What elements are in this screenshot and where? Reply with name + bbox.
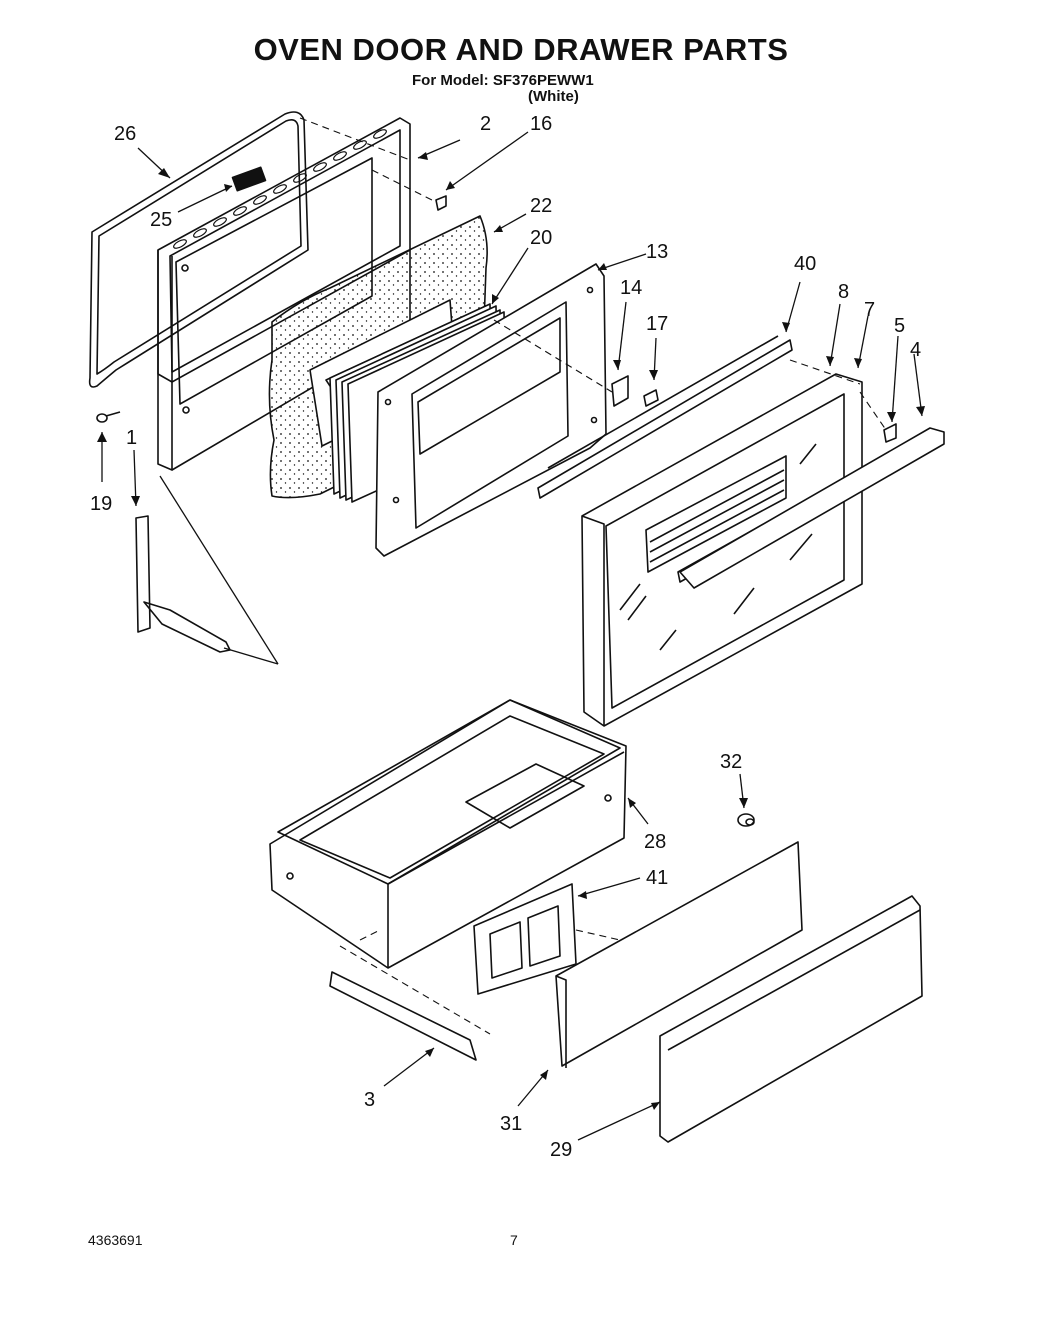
callout-5: 5 bbox=[894, 315, 905, 337]
callout-arrowheads bbox=[97, 152, 925, 1110]
callout-3: 3 bbox=[364, 1089, 375, 1111]
part-25-label bbox=[231, 166, 267, 192]
assembly-lines bbox=[299, 117, 887, 1035]
part-16-clip bbox=[435, 195, 447, 211]
callout-25: 25 bbox=[150, 209, 172, 231]
part-4-handle-bar bbox=[679, 427, 945, 589]
color-line: (White) bbox=[528, 88, 579, 105]
part-29-kick-panel bbox=[659, 895, 923, 1143]
callout-28: 28 bbox=[644, 831, 666, 853]
page-number: 7 bbox=[510, 1232, 518, 1248]
part-1-hinge bbox=[135, 515, 231, 653]
callout-32: 32 bbox=[720, 751, 742, 773]
callout-1: 1 bbox=[126, 427, 137, 449]
page-title: OVEN DOOR AND DRAWER PARTS bbox=[253, 32, 789, 67]
callout-2: 2 bbox=[480, 113, 491, 135]
part-40-trim-strip bbox=[537, 335, 793, 499]
callout-16: 16 bbox=[530, 113, 552, 135]
part-28-drawer bbox=[269, 699, 627, 969]
part-19-screw bbox=[96, 411, 121, 423]
callout-19: 19 bbox=[90, 493, 112, 515]
callout-17: 17 bbox=[646, 313, 668, 335]
callout-13: 13 bbox=[646, 241, 668, 263]
callout-40: 40 bbox=[794, 253, 816, 275]
part-5-clip bbox=[883, 423, 897, 443]
model-line: For Model: SF376PEWW1 bbox=[412, 72, 594, 89]
document-number: 4363691 bbox=[88, 1232, 143, 1248]
callout-26: 26 bbox=[114, 123, 136, 145]
part-17-pad bbox=[643, 389, 659, 407]
callout-20: 20 bbox=[530, 227, 552, 249]
part-3-drawer-rail bbox=[329, 971, 477, 1061]
part-41-bracket bbox=[473, 883, 577, 995]
callout-7: 7 bbox=[864, 299, 875, 321]
callout-41: 41 bbox=[646, 867, 668, 889]
part-31-drawer-panel bbox=[555, 841, 803, 1068]
callout-31: 31 bbox=[500, 1113, 522, 1135]
callout-29: 29 bbox=[550, 1139, 572, 1161]
part-26-door-gasket bbox=[88, 111, 309, 388]
callout-14: 14 bbox=[620, 277, 642, 299]
callout-labels: 26 2 16 25 22 20 13 40 14 8 7 17 5 4 1 1… bbox=[90, 113, 921, 1161]
callout-4: 4 bbox=[910, 339, 921, 361]
callout-8: 8 bbox=[838, 281, 849, 303]
callout-22: 22 bbox=[530, 195, 552, 217]
part-14-bracket bbox=[611, 375, 629, 407]
part-32-bumper bbox=[737, 813, 755, 827]
part-13-inner-liner bbox=[375, 263, 607, 557]
